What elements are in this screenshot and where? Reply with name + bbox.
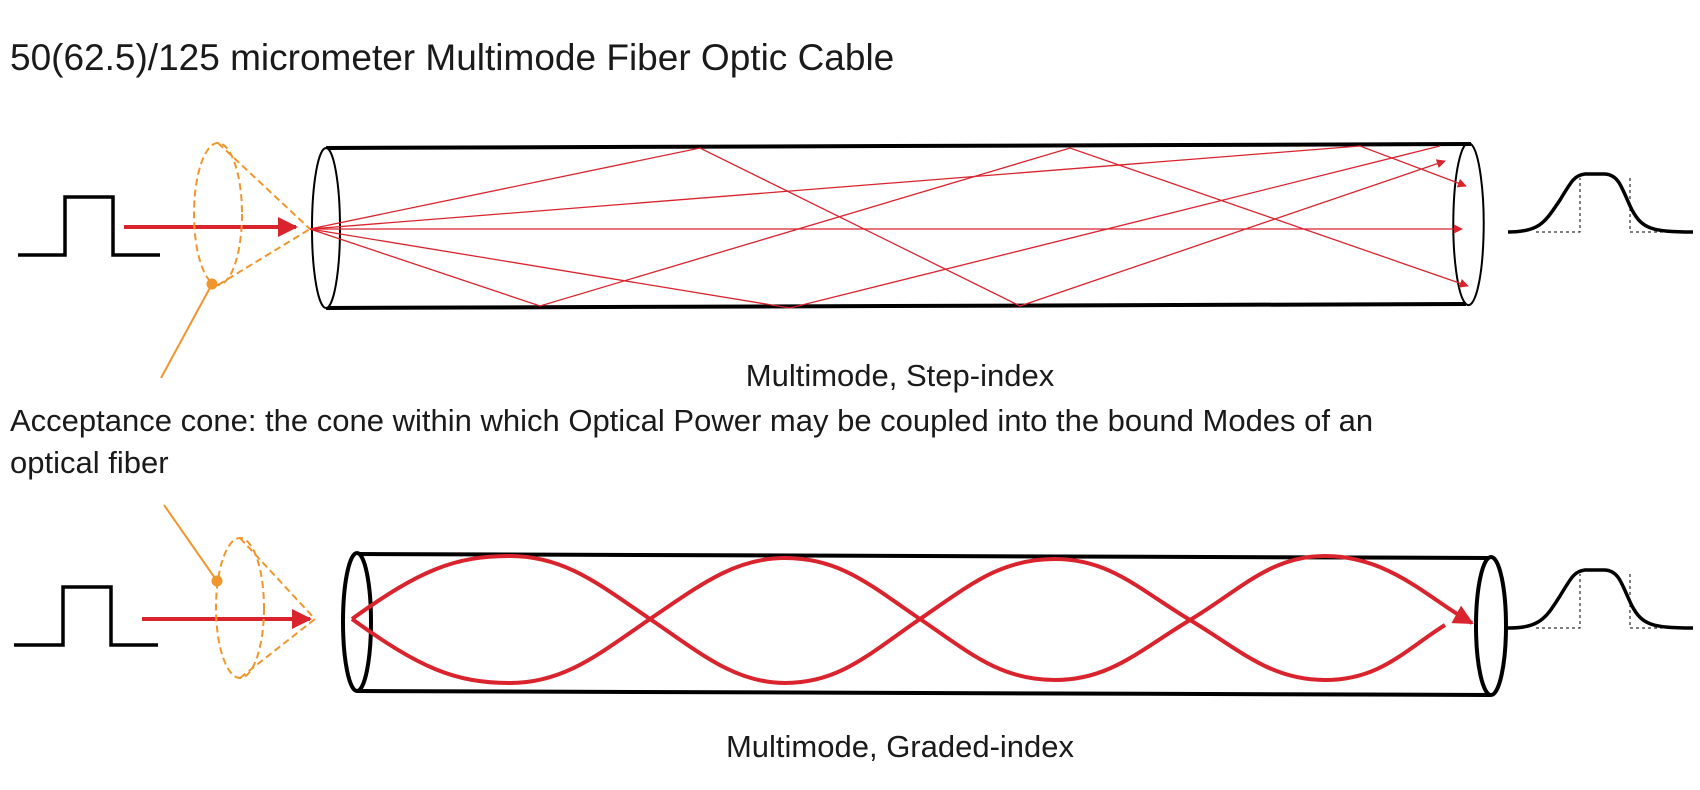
step-input-pulse (18, 195, 160, 257)
step-acceptance-cone (160, 142, 311, 379)
step-fiber-cable (311, 141, 1485, 310)
acceptance-cone-description: Acceptance cone: the cone within which O… (10, 403, 1374, 438)
page-title: 50(62.5)/125 micrometer Multimode Fiber … (10, 37, 895, 78)
graded-acceptance-cone (163, 504, 316, 679)
acceptance-cone-description-continued: optical fiber (10, 445, 169, 480)
graded-index-diagram (14, 504, 1694, 697)
step-index-caption: Multimode, Step-index (745, 358, 1055, 393)
step-output-pulse (1507, 172, 1694, 234)
graded-rays (350, 553, 1474, 686)
step-rays (309, 145, 1469, 309)
graded-index-caption: Multimode, Graded-index (725, 729, 1075, 764)
step-index-diagram (18, 141, 1694, 379)
graded-output-pulse (1507, 568, 1694, 630)
graded-input-pulse (14, 585, 158, 647)
